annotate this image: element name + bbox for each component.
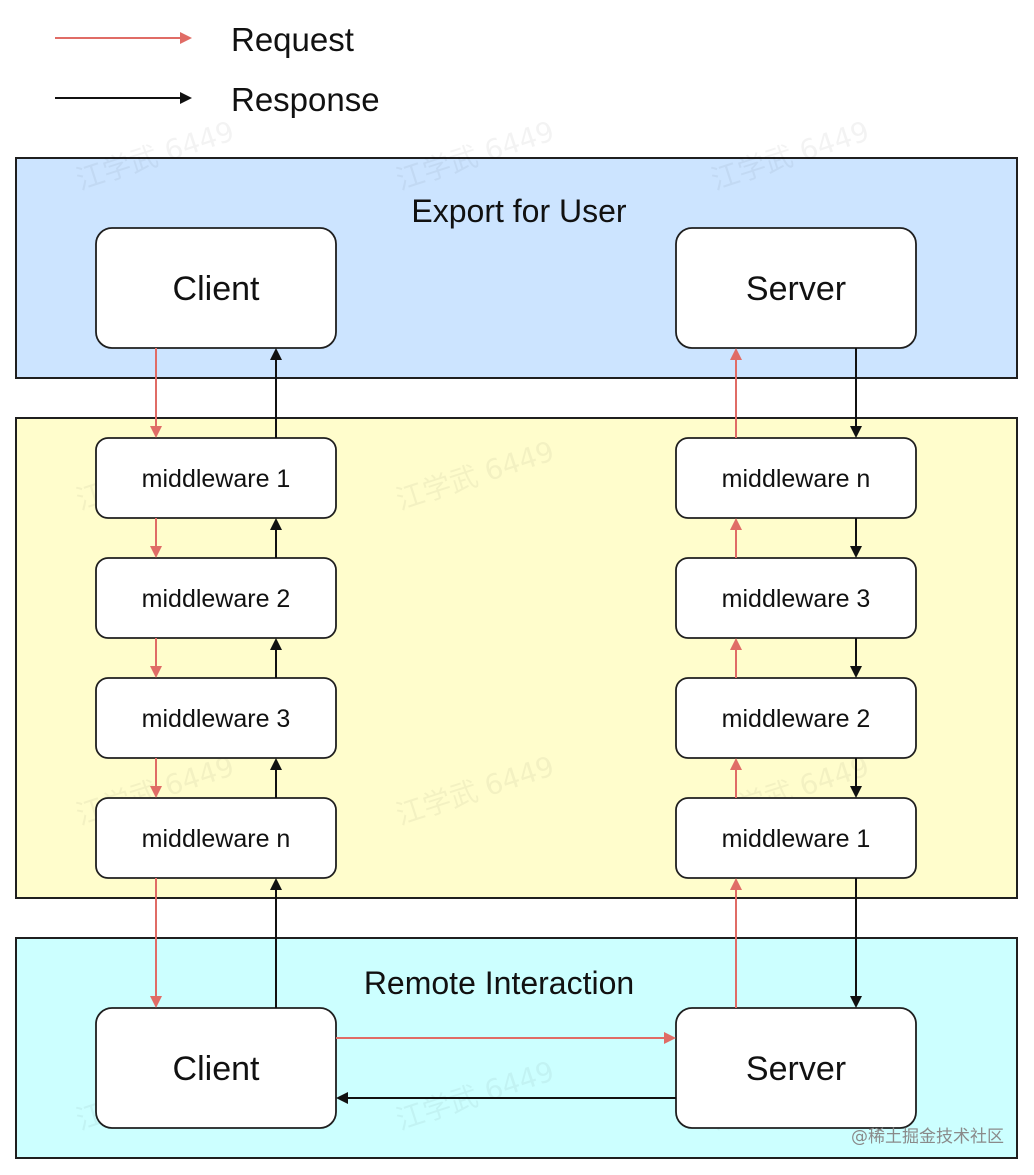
left-middleware-box	[95, 557, 337, 639]
left-middleware-box	[95, 437, 337, 519]
legend-request-label: Request	[231, 21, 354, 58]
export-band-title: Export for User	[411, 193, 627, 229]
right-middleware-box	[675, 797, 917, 879]
left-middleware-label: middleware n	[142, 825, 291, 853]
right-middleware-label: middleware 3	[722, 585, 871, 613]
left-middleware-2: middleware 3	[95, 677, 337, 759]
legend-response-label: Response	[231, 81, 380, 118]
right-middleware-box	[675, 557, 917, 639]
left-middleware-0: middleware 1	[95, 437, 337, 519]
remote-band-title: Remote Interaction	[364, 965, 634, 1001]
remote-client-node: Client	[95, 1007, 337, 1129]
remote-server-node: Server	[675, 1007, 917, 1129]
left-middleware-label: middleware 3	[142, 705, 291, 733]
export-server-label: Server	[746, 270, 846, 308]
right-middleware-label: middleware 1	[722, 825, 871, 853]
left-middleware-label: middleware 1	[142, 465, 291, 493]
right-middleware-box	[675, 437, 917, 519]
right-middleware-label: middleware n	[722, 465, 871, 493]
remote-client-box	[95, 1007, 337, 1129]
right-middleware-1: middleware 3	[675, 557, 917, 639]
legend: Request Response	[55, 21, 380, 118]
remote-server-label: Server	[746, 1050, 846, 1088]
credit-text: @稀土掘金技术社区	[851, 1127, 1004, 1147]
right-middleware-2: middleware 2	[675, 677, 917, 759]
export-server-node: Server	[675, 227, 917, 349]
export-client-box	[95, 227, 337, 349]
remote-server-box	[675, 1007, 917, 1129]
right-middleware-3: middleware 1	[675, 797, 917, 879]
left-middleware-3: middleware n	[95, 797, 337, 879]
left-middleware-1: middleware 2	[95, 557, 337, 639]
export-client-node: Client	[95, 227, 337, 349]
right-middleware-label: middleware 2	[722, 705, 871, 733]
right-middleware-box	[675, 677, 917, 759]
left-middleware-label: middleware 2	[142, 585, 291, 613]
left-middleware-box	[95, 677, 337, 759]
remote-client-label: Client	[173, 1050, 260, 1088]
export-server-box	[675, 227, 917, 349]
export-client-label: Client	[173, 270, 260, 308]
left-middleware-box	[95, 797, 337, 879]
right-middleware-0: middleware n	[675, 437, 917, 519]
